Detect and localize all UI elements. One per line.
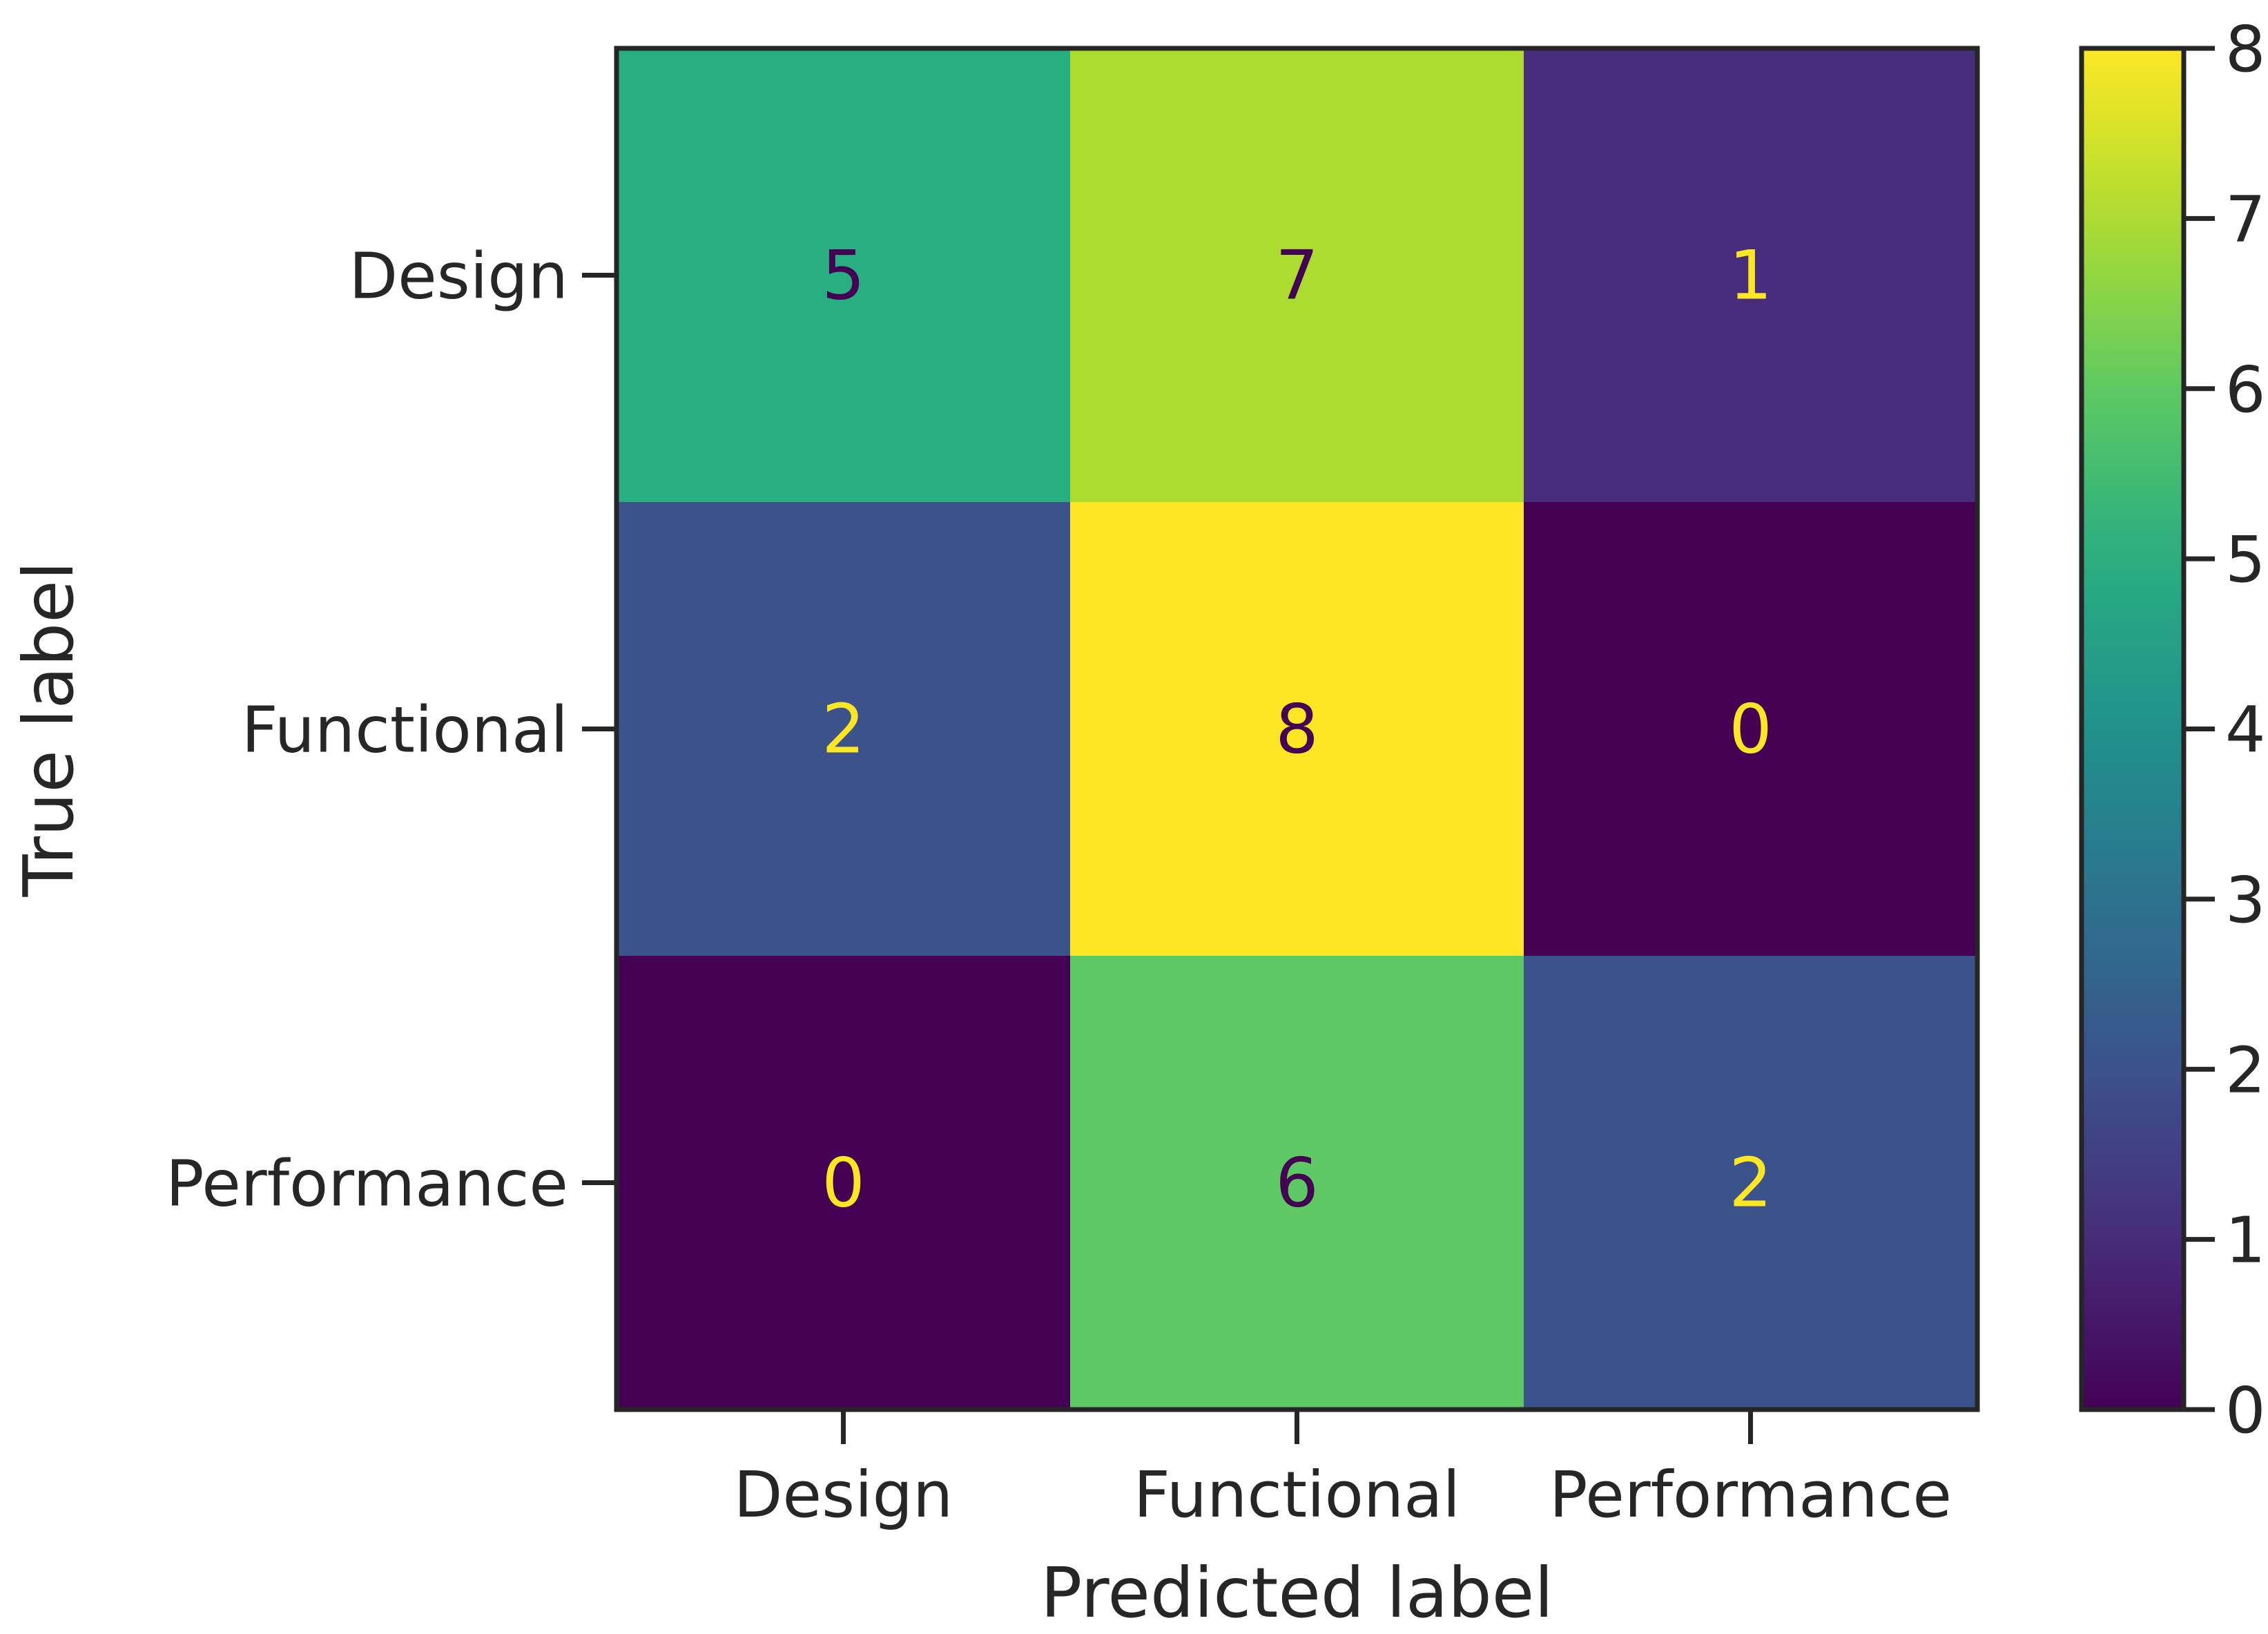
heatmap-cell [1524,48,1978,503]
colorbar-tick-label: 4 [2225,693,2266,767]
cell-value-label: 2 [822,691,864,769]
cell-value-label: 5 [822,237,864,316]
colorbar-ticks: 0 1 2 3 4 5 6 7 8 [2184,12,2266,1448]
x-tick-label: Functional [1134,1458,1460,1532]
colorbar-tick-label: 8 [2225,12,2266,86]
cell-value-label: 1 [1729,237,1772,316]
x-tick-label: Performance [1549,1458,1952,1532]
heatmap-cell [1524,956,1978,1410]
y-tick-label: Performance [166,1147,568,1221]
heatmap-cell [617,502,1071,957]
cell-value-label: 0 [822,1144,864,1223]
cell-value-label: 0 [1729,691,1772,769]
colorbar-tick-label: 5 [2225,523,2266,597]
cell-value-label: 2 [1729,1144,1772,1223]
y-axis-title: True label [8,561,89,897]
heatmap-cell [617,48,1071,503]
colorbar-tick-label: 3 [2225,863,2266,937]
x-tick-label: Design [734,1458,953,1532]
cell-value-label: 6 [1275,1144,1318,1223]
y-tick-label: Functional [242,693,568,767]
colorbar-tick-label: 2 [2225,1033,2266,1107]
heatmap-cell [617,956,1071,1410]
colorbar-tick-label: 7 [2225,182,2266,256]
colorbar-tick-label: 1 [2225,1204,2266,1278]
colorbar [2082,48,2184,1410]
colorbar-tick-label: 0 [2225,1374,2266,1448]
colorbar-tick-label: 6 [2225,353,2266,427]
cell-value-labels: 5 7 1 2 8 0 0 6 2 [822,237,1772,1223]
x-axis-title: Predicted label [1040,1553,1553,1631]
heatmap-cell [1070,48,1524,503]
cell-value-label: 8 [1275,691,1318,769]
heatmap-cell [1070,502,1524,957]
cell-value-label: 7 [1275,237,1318,316]
heatmap-cells [617,48,1978,1410]
y-tick-label: Design [349,240,568,314]
heatmap-cell [1070,956,1524,1410]
x-axis-ticks: Design Functional Performance [734,1410,1952,1532]
heatmap-cell [1524,502,1978,957]
